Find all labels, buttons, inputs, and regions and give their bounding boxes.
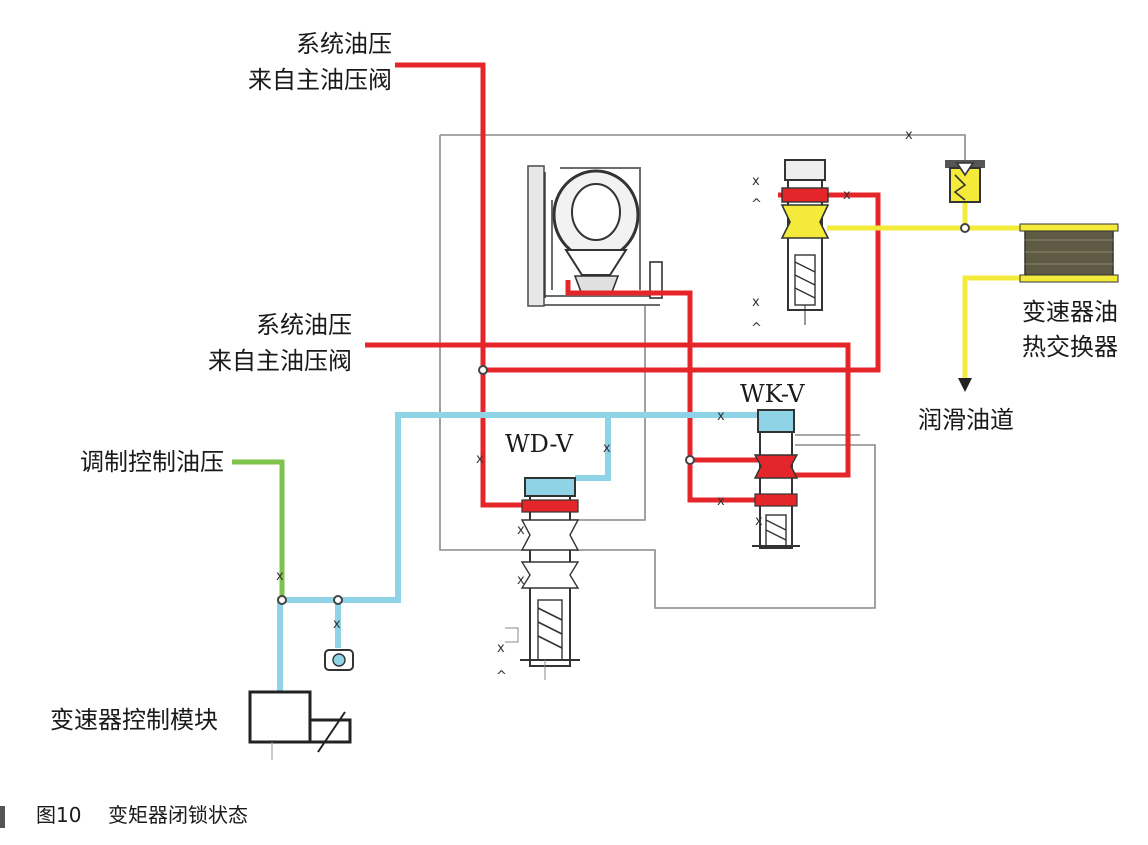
figure-title: 变矩器闭锁状态 bbox=[108, 803, 248, 827]
system-pressure-lines bbox=[365, 62, 881, 508]
system-pressure-top-label-2: 来自主油压阀 bbox=[248, 66, 392, 94]
control-module-label: 变速器控制模块 bbox=[50, 706, 218, 734]
svg-text:x: x bbox=[752, 174, 760, 189]
modulated-pressure-line bbox=[232, 459, 285, 598]
torque-converter bbox=[527, 165, 663, 307]
svg-text:^: ^ bbox=[751, 197, 762, 212]
system-pressure-mid-label-1: 系统油压 bbox=[256, 311, 352, 339]
svg-text:x: x bbox=[752, 295, 760, 310]
wk-valve-label: WK-V bbox=[740, 380, 805, 408]
svg-text:x: x bbox=[843, 188, 851, 203]
wd-valve-label: WD-V bbox=[505, 430, 574, 458]
svg-text:x: x bbox=[717, 409, 725, 424]
svg-text:x: x bbox=[717, 494, 725, 509]
accumulator bbox=[324, 649, 354, 671]
svg-text:x: x bbox=[517, 523, 525, 538]
upper-valve bbox=[780, 159, 830, 325]
caption-marker bbox=[0, 806, 5, 828]
figure-number: 图10 bbox=[36, 803, 81, 827]
wd-valve-body bbox=[505, 477, 580, 680]
relief-valve bbox=[945, 160, 985, 203]
system-pressure-mid-label-2: 来自主油压阀 bbox=[208, 347, 352, 375]
svg-text:x: x bbox=[603, 441, 611, 456]
heat-exchanger-label-1: 变速器油 bbox=[1022, 298, 1118, 326]
svg-text:x: x bbox=[517, 573, 525, 588]
svg-text:^: ^ bbox=[496, 669, 507, 684]
wk-valve-body bbox=[752, 409, 800, 549]
orifice-marks: x x x x x x x x x x x x x x ^ ^ ^ bbox=[276, 128, 913, 684]
control-pressure-lines bbox=[277, 412, 760, 700]
svg-text:^: ^ bbox=[751, 321, 762, 336]
lubrication-lines bbox=[827, 200, 1025, 392]
control-module-box bbox=[248, 690, 352, 760]
svg-text:x: x bbox=[497, 641, 505, 656]
svg-text:x: x bbox=[333, 617, 341, 632]
junction-dots bbox=[277, 223, 970, 605]
lubrication-label: 润滑油道 bbox=[918, 406, 1014, 434]
svg-text:x: x bbox=[476, 452, 484, 467]
svg-text:x: x bbox=[276, 569, 284, 584]
heat-exchanger-label-2: 热交换器 bbox=[1022, 333, 1118, 361]
svg-text:x: x bbox=[905, 128, 913, 143]
heat-exchanger bbox=[1019, 223, 1119, 283]
modulated-pressure-label: 调制控制油压 bbox=[80, 448, 224, 476]
svg-text:x: x bbox=[755, 514, 763, 529]
system-pressure-top-label-1: 系统油压 bbox=[296, 30, 392, 58]
